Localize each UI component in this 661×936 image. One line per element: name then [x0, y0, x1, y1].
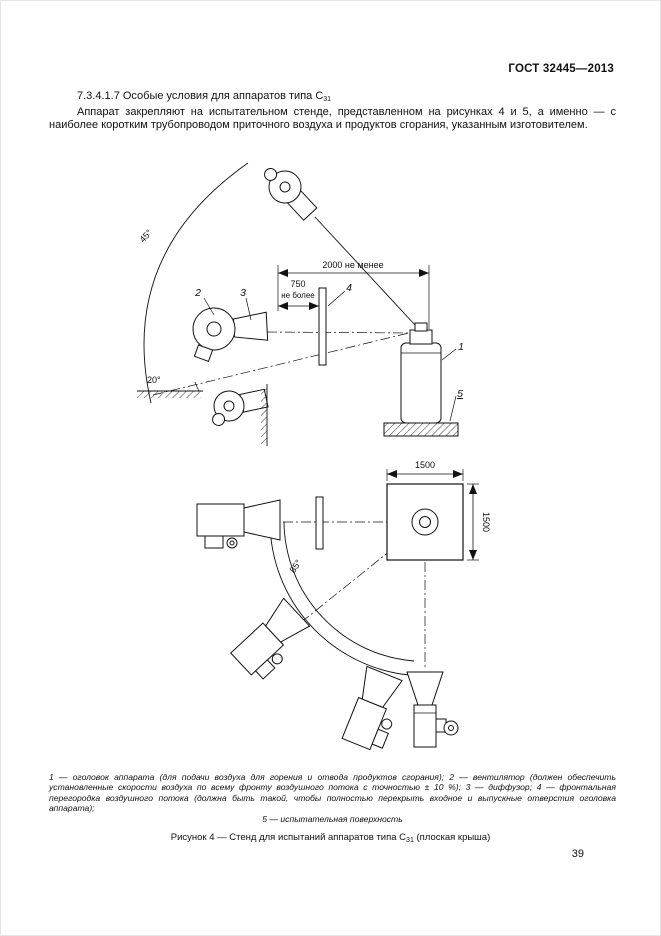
leader-1: [441, 348, 457, 361]
pos-label-5: 5: [457, 388, 463, 400]
wall-hatch: [261, 387, 267, 444]
fan-bracket: [193, 344, 214, 363]
clause-paragraph: Аппарат закрепляют на испытательном стен…: [49, 106, 616, 132]
plan-terminal-inner: [419, 516, 431, 528]
plan-dim-1500-top: 1500: [415, 460, 435, 470]
clause-text: 7.3.4.1.7 Особые условия для аппаратов т…: [77, 90, 324, 102]
page-number: 39: [571, 848, 584, 860]
caption-subscript: 31: [406, 837, 414, 844]
fan-top-position: [264, 167, 318, 221]
plan-fan-horizontal: [196, 499, 281, 549]
plan-fan-45deg: [230, 597, 311, 680]
plan-view: [196, 469, 479, 751]
leader-4: [327, 290, 346, 307]
ground-hatch: [137, 391, 201, 398]
pos-label-2: 2: [194, 287, 201, 299]
partition-plan: [315, 496, 324, 550]
clause-heading: 7.3.4.1.7 Особые условия для аппаратов т…: [49, 90, 616, 106]
plan-terminal-outer: [411, 508, 439, 536]
leader-3: [245, 297, 252, 321]
angle-20-label: 20°: [147, 375, 161, 385]
partition-elevation: [318, 287, 327, 366]
figure-caption: Рисунок 4 — Стенд для испытаний аппарато…: [1, 832, 660, 844]
dim-750-note-label: не более: [281, 291, 315, 300]
angle-45-label: 45°: [138, 227, 155, 244]
figure-legend: 1 — оголовок аппарата (для подачи воздух…: [49, 772, 616, 824]
plan-fan-steep: [341, 665, 403, 751]
fan-20deg-position: [212, 388, 269, 426]
figure-legend-last: 5 — испытательная поверхность: [262, 813, 403, 824]
axis-line-20deg: [152, 330, 418, 396]
body-text: 7.3.4.1.7 Особые условия для аппаратов т…: [49, 90, 616, 133]
plan-arc-outer: [269, 521, 410, 676]
dim-750-label: 750: [290, 279, 305, 289]
plan-dim-1500-right: 1500: [481, 512, 491, 532]
test-surface: [383, 422, 459, 437]
angle-arc-20: [194, 381, 200, 392]
fan-to-terminal-line: [314, 216, 416, 326]
caption-text: Рисунок 4 — Стенд для испытаний аппарато…: [170, 832, 407, 843]
pos-label-3: 3: [240, 287, 246, 299]
caption-suffix: (плоская крыша): [413, 832, 491, 843]
leader-5: [449, 395, 457, 422]
elevation-view: [137, 162, 459, 446]
figure-4-drawing: 45° 2000 не менее 750 не более 2 3 4 1 5…: [137, 162, 491, 751]
pos-label-4: 4: [346, 282, 352, 294]
apparatus: [400, 322, 442, 424]
pos-label-1: 1: [458, 341, 464, 353]
dim-2000-label: 2000 не менее: [322, 260, 383, 270]
figure-legend-main: 1 — оголовок аппарата (для подачи воздух…: [49, 772, 616, 814]
axis-line-horizontal: [266, 331, 412, 334]
doc-number: ГОСТ 32445—2013: [508, 63, 614, 75]
clause-subscript: 31: [323, 96, 332, 103]
swing-arc: [143, 162, 249, 404]
plan-arc-inner: [283, 521, 415, 662]
fan-horizontal-position: [192, 307, 269, 351]
plan-fan-vertical: [406, 671, 459, 748]
leader-2: [203, 297, 215, 316]
